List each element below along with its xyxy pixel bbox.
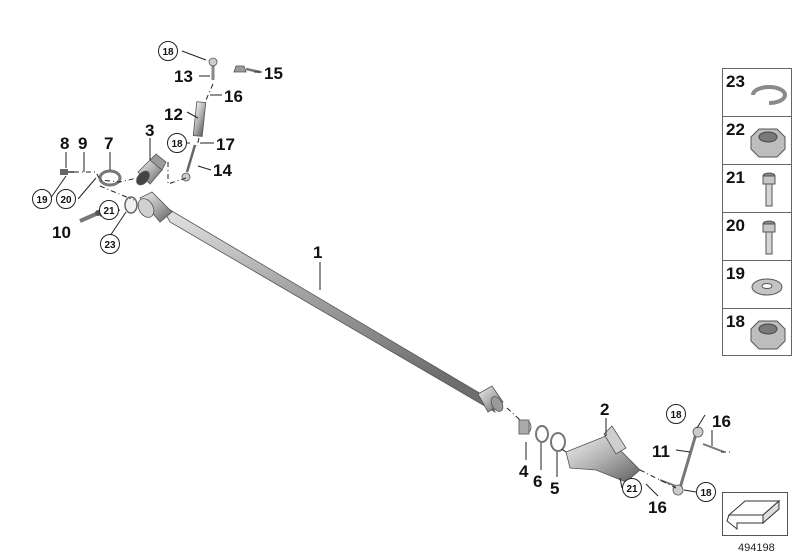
linkage-rod-11: [659, 426, 725, 496]
legend-item-22: 22: [723, 117, 791, 165]
callout-8: 8: [60, 134, 69, 153]
screw-part-8: [60, 169, 74, 175]
circled-callout-21b: 21: [622, 478, 642, 498]
callout-5: 5: [550, 479, 559, 498]
navigation-arrow-box[interactable]: [722, 492, 788, 536]
parts-legend-panel: 23 22 21 20 19 18: [722, 68, 792, 356]
circled-callout-23: 23: [100, 234, 120, 254]
socket-screw-icon: [762, 172, 776, 207]
circled-callout-21a: 21: [99, 200, 119, 220]
svg-text:21: 21: [626, 484, 638, 495]
callout-10: 10: [52, 223, 71, 242]
lever-part-2: [565, 425, 641, 483]
svg-text:19: 19: [36, 195, 48, 206]
callout-9: 9: [78, 134, 87, 153]
callout-17: 17: [216, 135, 235, 154]
circled-callout-19: 19: [32, 189, 52, 209]
screw-part-10: [79, 210, 101, 223]
arrow-icon: [726, 499, 781, 531]
hex-nut-icon: [750, 128, 786, 158]
shaft-part: [137, 191, 504, 414]
callout-16b: 16: [712, 412, 731, 431]
svg-text:18: 18: [700, 488, 712, 499]
callout-2: 2: [600, 400, 609, 419]
callout-16c: 16: [648, 498, 667, 517]
callout-15: 15: [264, 64, 283, 83]
callout-11: 11: [652, 442, 670, 461]
circled-callout-18d: 18: [696, 482, 716, 502]
legend-number: 18: [726, 312, 745, 331]
circled-callout-20: 20: [56, 189, 76, 209]
assembly-lines: [74, 83, 730, 489]
legend-item-21: 21: [723, 165, 791, 213]
svg-text:20: 20: [60, 195, 72, 206]
lower-fittings: [518, 419, 566, 452]
callout-7: 7: [104, 134, 113, 153]
callout-13: 13: [174, 67, 193, 86]
legend-number: 22: [726, 120, 745, 139]
linkage-rod: [181, 57, 218, 182]
callout-4: 4: [519, 462, 529, 481]
legend-number: 23: [726, 72, 745, 91]
bolt-part-15: [233, 65, 261, 74]
ring-part: [98, 169, 122, 187]
svg-text:23: 23: [104, 240, 116, 251]
callout-3: 3: [145, 121, 154, 140]
circlip-part: [124, 196, 138, 214]
bushing-part: [136, 153, 167, 186]
diagram-id: 494198: [738, 542, 775, 554]
svg-text:18: 18: [171, 139, 183, 150]
callout-14: 14: [213, 161, 232, 180]
circled-callout-18b: 18: [167, 133, 187, 153]
svg-text:21: 21: [103, 206, 115, 217]
svg-text:18: 18: [162, 47, 174, 58]
legend-number: 21: [726, 168, 745, 187]
svg-text:18: 18: [670, 410, 682, 421]
circled-callout-18c: 18: [666, 404, 686, 424]
legend-number: 20: [726, 216, 745, 235]
callout-12: 12: [164, 105, 183, 124]
callout-6: 6: [533, 472, 542, 491]
legend-number: 19: [726, 264, 745, 283]
legend-item-20: 20: [723, 213, 791, 261]
hex-nut-icon: [750, 320, 786, 350]
legend-item-18: 18: [723, 309, 791, 356]
circled-callout-18a: 18: [158, 41, 178, 61]
callout-1: 1: [313, 243, 322, 262]
legend-item-23: 23: [723, 69, 791, 117]
callout-16a: 16: [224, 87, 243, 106]
legend-item-19: 19: [723, 261, 791, 309]
circlip-icon: [751, 85, 787, 105]
socket-screw-icon: [762, 220, 776, 255]
washer-icon: [751, 278, 783, 296]
